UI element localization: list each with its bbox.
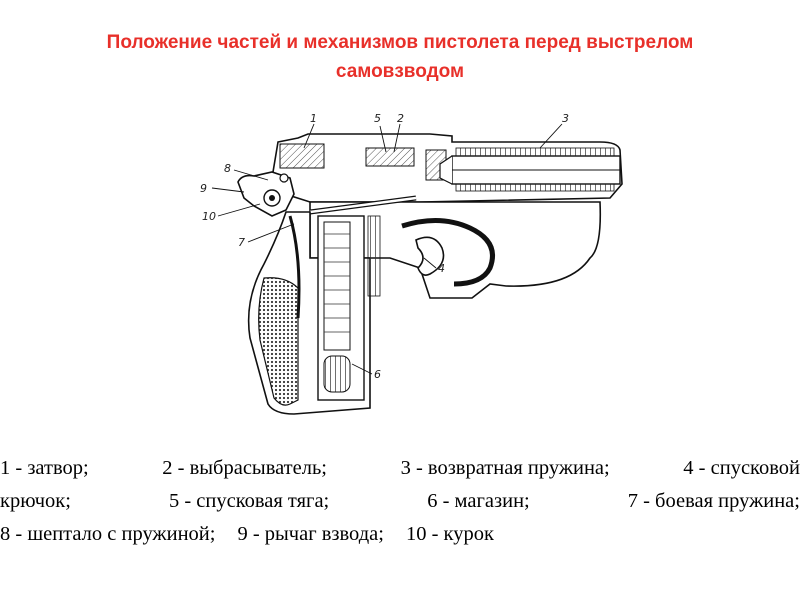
part-labels: 1 2 3 4 5 6 7 8 9 10 [200, 112, 569, 381]
hammer-group [237, 171, 295, 217]
legend-line-1: 1 - затвор; 2 - выбрасыватель; 3 - возвр… [0, 452, 800, 485]
page-title: Положение частей и механизмов пистолета … [0, 28, 800, 86]
title-line-2: самовзводом [335, 61, 465, 82]
legend-item: крючок; [0, 490, 71, 512]
label-1: 1 [310, 112, 317, 125]
legend-line-3: 8 - шептало с пружиной; 9 - рычаг взвода… [0, 518, 800, 551]
legend-item: 9 - рычаг взвода; [237, 523, 384, 545]
legend-item: 3 - возвратная пружина; [400, 457, 610, 479]
label-6: 6 [374, 368, 381, 381]
parts-legend: 1 - затвор; 2 - выбрасыватель; 3 - возвр… [0, 452, 800, 551]
label-2: 2 [397, 112, 404, 125]
legend-item: 5 - спусковая тяга; [168, 490, 330, 512]
title-line-1: Положение частей и механизмов пистолета … [106, 32, 694, 53]
legend-item: 7 - боевая пружина; [627, 490, 800, 512]
legend-item: 10 - курок [405, 523, 494, 545]
label-4: 4 [438, 262, 445, 275]
label-3: 3 [562, 112, 569, 125]
legend-line-2: крючок; 5 - спусковая тяга; 6 - магазин;… [0, 485, 800, 518]
legend-item: 8 - шептало с пружиной; [0, 523, 216, 545]
leader-lines [211, 123, 563, 375]
pistol-diagram: 1 2 3 4 5 6 7 8 9 10 [200, 112, 623, 415]
legend-item: 6 - магазин; [427, 490, 530, 512]
label-8: 8 [224, 162, 231, 175]
mainspring [288, 215, 301, 319]
label-9: 9 [200, 182, 207, 195]
label-10: 10 [202, 210, 216, 223]
barrel [439, 147, 621, 192]
frame [309, 195, 602, 299]
legend-item: 4 - спусковой [683, 457, 800, 479]
magazine [317, 215, 381, 401]
label-7: 7 [238, 236, 245, 249]
legend-item: 1 - затвор; [0, 457, 89, 479]
legend-item: 2 - выбрасыватель; [162, 457, 328, 479]
label-5: 5 [374, 112, 381, 125]
